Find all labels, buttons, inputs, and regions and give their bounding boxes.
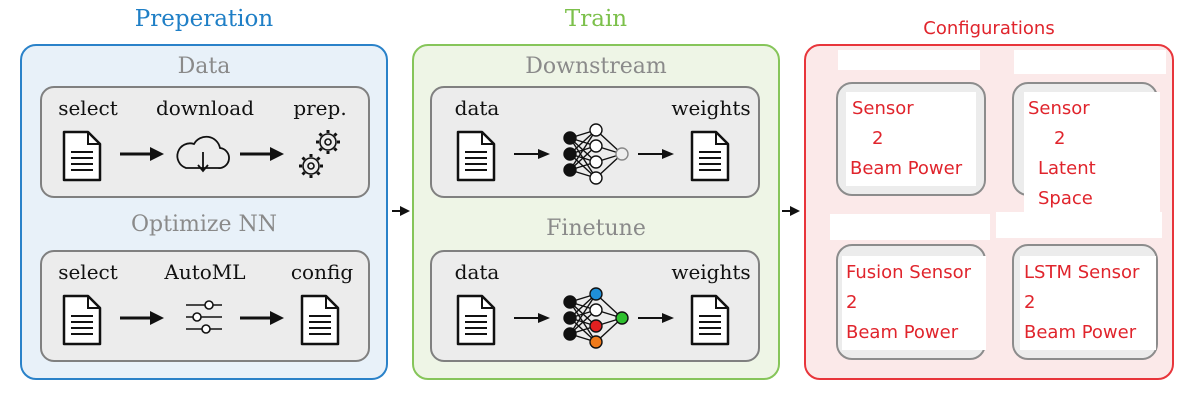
config-line: Sensor	[1028, 98, 1090, 119]
neural-network-icon	[563, 287, 629, 349]
config-line: LSTM Sensor	[1024, 262, 1140, 283]
config-line: 2	[872, 128, 884, 149]
network-node	[563, 163, 577, 177]
config-line: Fusion Sensor	[846, 262, 971, 283]
finetune-data-label: data	[454, 260, 500, 284]
network-node	[589, 155, 603, 169]
arrow-right-icon	[240, 147, 284, 161]
config-line: Latent Space	[1038, 158, 1096, 209]
network-node	[563, 147, 577, 161]
sliders-icon	[186, 300, 222, 334]
optimize-subtitle: Optimize NN	[131, 212, 277, 237]
network-node	[589, 303, 603, 317]
config-line: Sensor	[852, 98, 914, 119]
network-node	[589, 319, 603, 333]
document-icon	[62, 130, 102, 182]
network-node	[615, 311, 629, 325]
downstream-weights-label: weights	[671, 96, 751, 120]
arrow-right-icon	[782, 206, 800, 216]
config-top-strip	[838, 50, 980, 70]
network-node	[563, 131, 577, 145]
configurations-title: Configurations	[923, 18, 1055, 39]
config-line: 2	[1024, 292, 1036, 313]
config-line: 2	[846, 292, 858, 313]
config-line: Beam Power	[846, 322, 959, 343]
arrow-right-icon	[120, 311, 164, 325]
arrow-right-icon	[120, 147, 164, 161]
document-icon	[62, 294, 102, 346]
config-text-fusion-sensor-beam-power: Fusion Sensor 2 Beam Power	[842, 256, 986, 350]
document-icon	[456, 130, 496, 182]
config-line: Beam Power	[1024, 322, 1137, 343]
document-icon	[690, 130, 730, 182]
network-node	[589, 335, 603, 349]
arrow-right-icon	[514, 313, 550, 323]
document-icon	[300, 294, 340, 346]
config-mid-strip	[996, 212, 1162, 238]
arrow-right-icon	[638, 313, 674, 323]
train-title: Train	[564, 6, 628, 32]
optimize-select-label: select	[58, 260, 118, 284]
finetune-subtitle: Finetune	[546, 216, 646, 241]
config-mid-strip	[830, 214, 990, 240]
cloud-download-icon	[176, 135, 230, 173]
config-top-strip	[1014, 50, 1166, 74]
preparation-title: Preperation	[134, 6, 274, 32]
config-text-sensor-beam-power: Sensor 2 Beam Power	[846, 92, 976, 186]
network-edge	[569, 129, 597, 171]
neural-network-icon	[563, 123, 629, 185]
document-icon	[456, 294, 496, 346]
arrow-right-icon	[240, 311, 284, 325]
optimize-automl-label: AutoML	[164, 260, 246, 284]
arrow-right-icon	[392, 206, 410, 216]
network-node	[563, 295, 577, 309]
config-line: 2	[1054, 128, 1066, 149]
network-node	[589, 171, 603, 185]
network-node	[563, 327, 577, 341]
downstream-subtitle: Downstream	[525, 54, 667, 79]
network-node	[615, 147, 629, 161]
optimize-config-label: config	[290, 260, 354, 284]
downstream-data-label: data	[454, 96, 500, 120]
network-node	[589, 139, 603, 153]
config-text-lstm-sensor-beam-power: LSTM Sensor 2 Beam Power	[1020, 256, 1156, 350]
network-node	[563, 311, 577, 325]
data-select-label: select	[58, 96, 118, 120]
data-download-label: download	[155, 96, 254, 120]
network-node	[589, 123, 603, 137]
gears-icon	[299, 130, 340, 178]
document-icon	[690, 294, 730, 346]
data-subtitle: Data	[177, 54, 231, 79]
finetune-weights-label: weights	[671, 260, 751, 284]
config-text-sensor-latent-space: Sensor 2 Latent Space	[1024, 92, 1160, 216]
network-node	[589, 287, 603, 301]
arrow-right-icon	[638, 149, 674, 159]
data-prep-label: prep.	[293, 96, 347, 120]
arrow-right-icon	[514, 149, 550, 159]
config-line: Beam Power	[850, 158, 963, 179]
network-edge	[569, 293, 597, 335]
